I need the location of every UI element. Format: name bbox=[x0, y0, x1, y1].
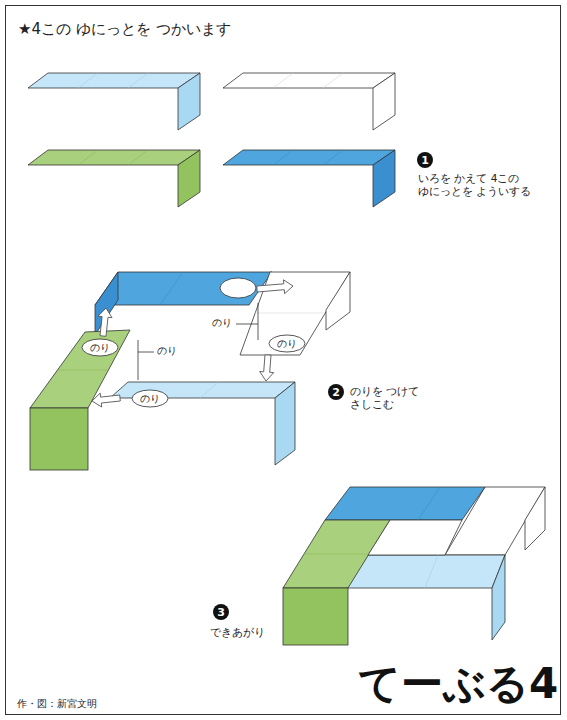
glue-label: のり bbox=[277, 338, 297, 349]
unit-dark-blue bbox=[223, 150, 395, 207]
insert-arrow bbox=[260, 355, 274, 381]
oval-shape bbox=[82, 339, 118, 356]
glue-oval: のり bbox=[268, 334, 306, 353]
step2-dark-blue-unit bbox=[95, 272, 272, 335]
step2-white-unit bbox=[240, 272, 350, 355]
callout-number: 3 bbox=[217, 607, 225, 618]
credit: 作・図：新宮文明 bbox=[17, 698, 97, 711]
step-text: のりを つけて さしこむ bbox=[350, 385, 438, 411]
title: てーぶる4 bbox=[358, 658, 558, 711]
insert-arrow bbox=[257, 280, 293, 294]
unit-green bbox=[28, 150, 200, 207]
glue-label: のり bbox=[157, 345, 177, 358]
leader-line bbox=[138, 352, 139, 380]
glue-oval: のり bbox=[131, 389, 169, 408]
oval-shape bbox=[269, 335, 305, 352]
step2-green-unit bbox=[30, 330, 130, 470]
callout-number: 2 bbox=[332, 387, 340, 398]
step-text: できあがり bbox=[210, 626, 265, 639]
callout-circle bbox=[417, 152, 433, 168]
glue-oval: のり bbox=[81, 338, 119, 357]
frame bbox=[6, 6, 561, 715]
callout-circle bbox=[213, 604, 229, 620]
leader-line bbox=[138, 340, 154, 352]
insert-arrows bbox=[92, 280, 293, 407]
glue-label: のり bbox=[90, 342, 110, 353]
oval-shape bbox=[132, 390, 168, 407]
unit-white bbox=[223, 73, 395, 130]
callout-circle bbox=[328, 384, 344, 400]
leader-line bbox=[258, 324, 259, 340]
insert-arrow bbox=[98, 308, 112, 336]
glue-label: のり bbox=[212, 317, 232, 330]
finished-table bbox=[283, 487, 545, 645]
leader-line bbox=[236, 303, 258, 324]
step-text: いろを かえて 4この ゆにっとを よういする bbox=[418, 172, 543, 198]
heading-note: ★4この ゆにっとを つかいます bbox=[18, 20, 231, 39]
insert-arrow bbox=[92, 393, 120, 407]
glue-label: のり bbox=[140, 393, 160, 404]
step2-light-blue-unit bbox=[110, 382, 295, 465]
unit-light-blue bbox=[28, 73, 200, 130]
callout-number: 1 bbox=[421, 155, 429, 166]
